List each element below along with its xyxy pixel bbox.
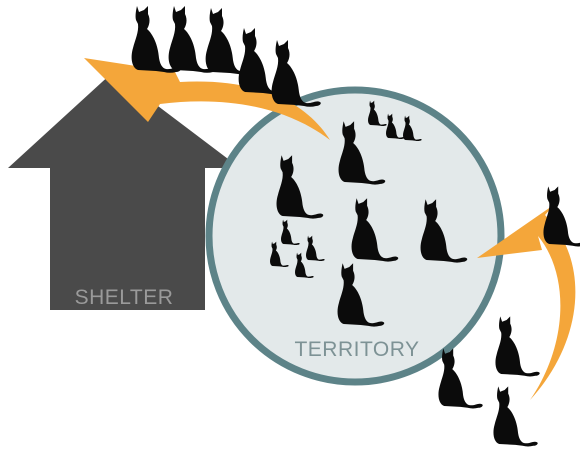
cat-silhouette-icon [543, 186, 580, 246]
territory-label: TERRITORY [294, 338, 419, 361]
house-icon [8, 72, 240, 310]
cat-silhouette-icon [493, 386, 537, 446]
shelter-label: SHELTER [75, 286, 174, 309]
shelter: SHELTER [8, 72, 240, 310]
cat-silhouette-icon [495, 316, 539, 376]
cat-silhouette-icon [438, 348, 482, 408]
